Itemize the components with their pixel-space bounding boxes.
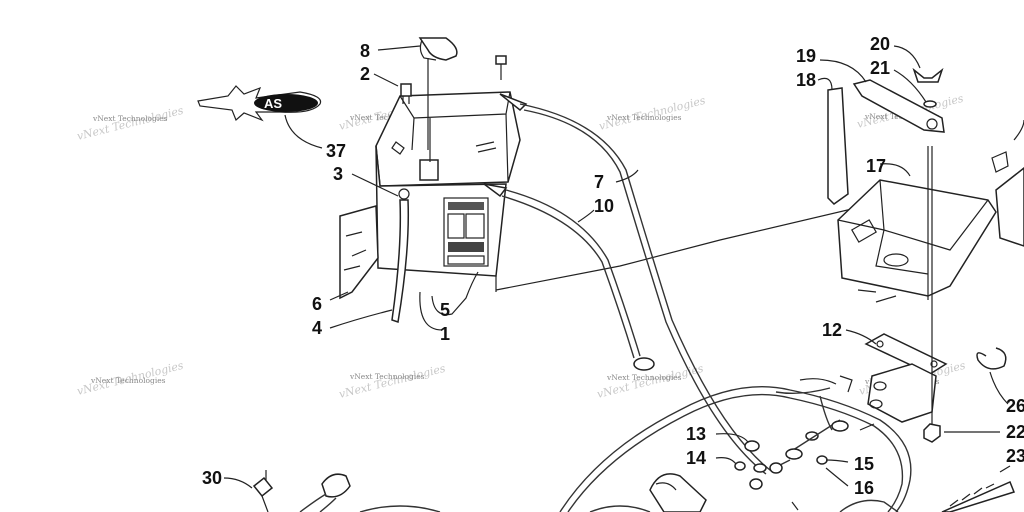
leader-5 <box>431 271 479 316</box>
callout-23: 23 <box>1006 446 1024 466</box>
callout-5: 5 <box>440 300 450 320</box>
pad-6 <box>329 205 379 301</box>
callout-18: 18 <box>796 70 816 90</box>
terminal-cover-8 <box>377 37 458 150</box>
callout-15: 15 <box>854 454 874 474</box>
callout-4: 4 <box>312 318 322 338</box>
vent-fitting-2 <box>373 73 412 104</box>
watermark: vNext Technologies <box>606 113 682 122</box>
callout-10: 10 <box>594 196 614 216</box>
battery-tray-17 <box>837 146 997 303</box>
bracket-19 <box>819 59 945 133</box>
washers <box>715 431 849 490</box>
ring-26 <box>976 347 1009 405</box>
callout-12: 12 <box>822 320 842 340</box>
spring-23 <box>941 465 1015 512</box>
callout-labels: 8 2 3 6 4 5 1 37 7 10 19 18 20 21 17 12 … <box>202 34 1024 498</box>
callout-6: 6 <box>312 294 322 314</box>
callout-30: 30 <box>202 468 222 488</box>
terminal-screw <box>495 55 507 80</box>
cable-10 <box>483 183 655 371</box>
watermark: vNext Technologies <box>606 373 682 382</box>
callout-26: 26 <box>1006 396 1024 416</box>
cable-7 <box>499 93 791 475</box>
callout-17: 17 <box>866 156 886 176</box>
terminal-boot <box>649 473 799 512</box>
callout-19: 19 <box>796 46 816 66</box>
svg-text:vNext Technologies: vNext Technologies <box>338 362 448 401</box>
callout-16: 16 <box>854 478 874 498</box>
washer-21 <box>893 69 937 108</box>
callout-1: 1 <box>440 324 450 344</box>
vent-hose <box>329 173 410 329</box>
callout-21: 21 <box>870 58 890 78</box>
callout-7: 7 <box>594 172 604 192</box>
wing-nut-20 <box>893 45 944 83</box>
watermark: vNext Technologies <box>92 114 168 123</box>
wire-harness <box>559 375 912 512</box>
chassis-fragment <box>991 119 1024 247</box>
solenoid-12 <box>845 329 948 423</box>
callout-20: 20 <box>870 34 890 54</box>
strap-18 <box>817 77 849 205</box>
svg-text:vNext Technologies: vNext Technologies <box>76 104 186 143</box>
battery <box>375 91 891 292</box>
callout-22: 22 <box>1006 422 1024 442</box>
callout-37: 37 <box>326 141 346 161</box>
watermark: vNext Technologies <box>349 372 425 381</box>
decal-37: AS <box>197 85 323 149</box>
callout-8: 8 <box>360 41 370 61</box>
callout-13: 13 <box>686 424 706 444</box>
callout-2: 2 <box>360 64 370 84</box>
connector-30 <box>223 470 441 512</box>
callout-3: 3 <box>333 164 343 184</box>
watermark: vNext Technologies <box>90 376 166 385</box>
nut-22 <box>923 300 1000 443</box>
callout-14: 14 <box>686 448 706 468</box>
leader-1 <box>419 291 443 331</box>
decal-logo-text: AS <box>264 96 282 111</box>
watermark: vNext Technologies <box>349 113 425 122</box>
